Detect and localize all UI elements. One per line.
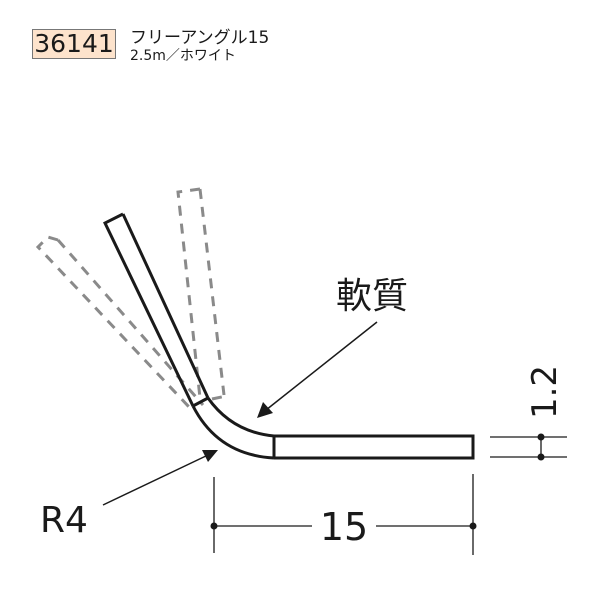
- radius-leader-arrow: [102, 450, 218, 506]
- width-dimension-label: 15: [320, 505, 368, 549]
- dashed-alt-position-left: [35, 235, 205, 410]
- thickness-dimension-label: 1.2: [525, 365, 565, 419]
- dashed-alt-position-upright: [176, 187, 227, 401]
- material-label: 軟質: [336, 276, 408, 317]
- material-leader-arrow: [257, 321, 378, 418]
- thickness-dimension: [490, 433, 567, 461]
- width-dimension: [210, 474, 477, 555]
- product-spec: 2.5m／ホワイト: [130, 48, 236, 64]
- product-code-badge: 36141: [32, 29, 116, 59]
- radius-label: R4: [40, 500, 88, 541]
- profile-solid: [103, 212, 475, 460]
- product-name: フリーアングル15: [130, 28, 270, 48]
